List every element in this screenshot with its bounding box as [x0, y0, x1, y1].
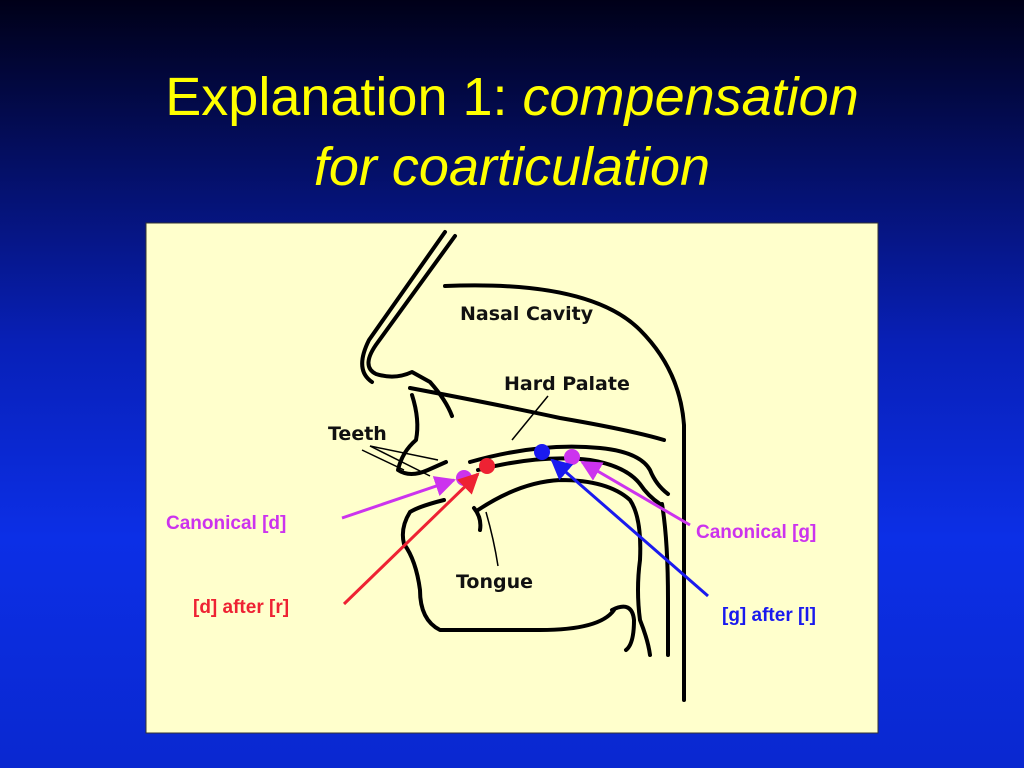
nasal-cavity-label: Nasal Cavity: [460, 303, 594, 325]
teeth-label: Teeth: [328, 423, 387, 445]
label-canonical-d: Canonical [d]: [166, 513, 286, 534]
arrow-canonical-d: [341, 476, 456, 520]
tongue-pointer: [485, 511, 499, 567]
title-italic-line2: for coarticulation: [313, 137, 711, 197]
title-prefix: Explanation 1:: [165, 67, 523, 127]
arrow-d-after-r: [342, 472, 480, 606]
dot-canonical-g: [564, 449, 580, 465]
arrow-g-after-l: [550, 458, 709, 598]
label-d-after-r: [d] after [r]: [193, 597, 289, 618]
arrow-canonical-g: [580, 460, 691, 527]
hard-palate-pointer: [511, 395, 549, 441]
title-italic-line1: compensation: [522, 67, 859, 127]
teeth-pointer-lines: [361, 445, 439, 477]
tongue-label: Tongue: [456, 571, 533, 593]
hard-palate-label: Hard Palate: [504, 373, 630, 395]
head-outline: [360, 230, 686, 702]
label-canonical-g: Canonical [g]: [696, 522, 816, 543]
diagram-panel: [145, 222, 879, 734]
dot-g-after-l: [534, 444, 550, 460]
slide-title: Explanation 1: compensation for coarticu…: [0, 62, 1024, 202]
label-g-after-l: [g] after [l]: [722, 605, 816, 626]
dot-d-after-r: [479, 458, 495, 474]
